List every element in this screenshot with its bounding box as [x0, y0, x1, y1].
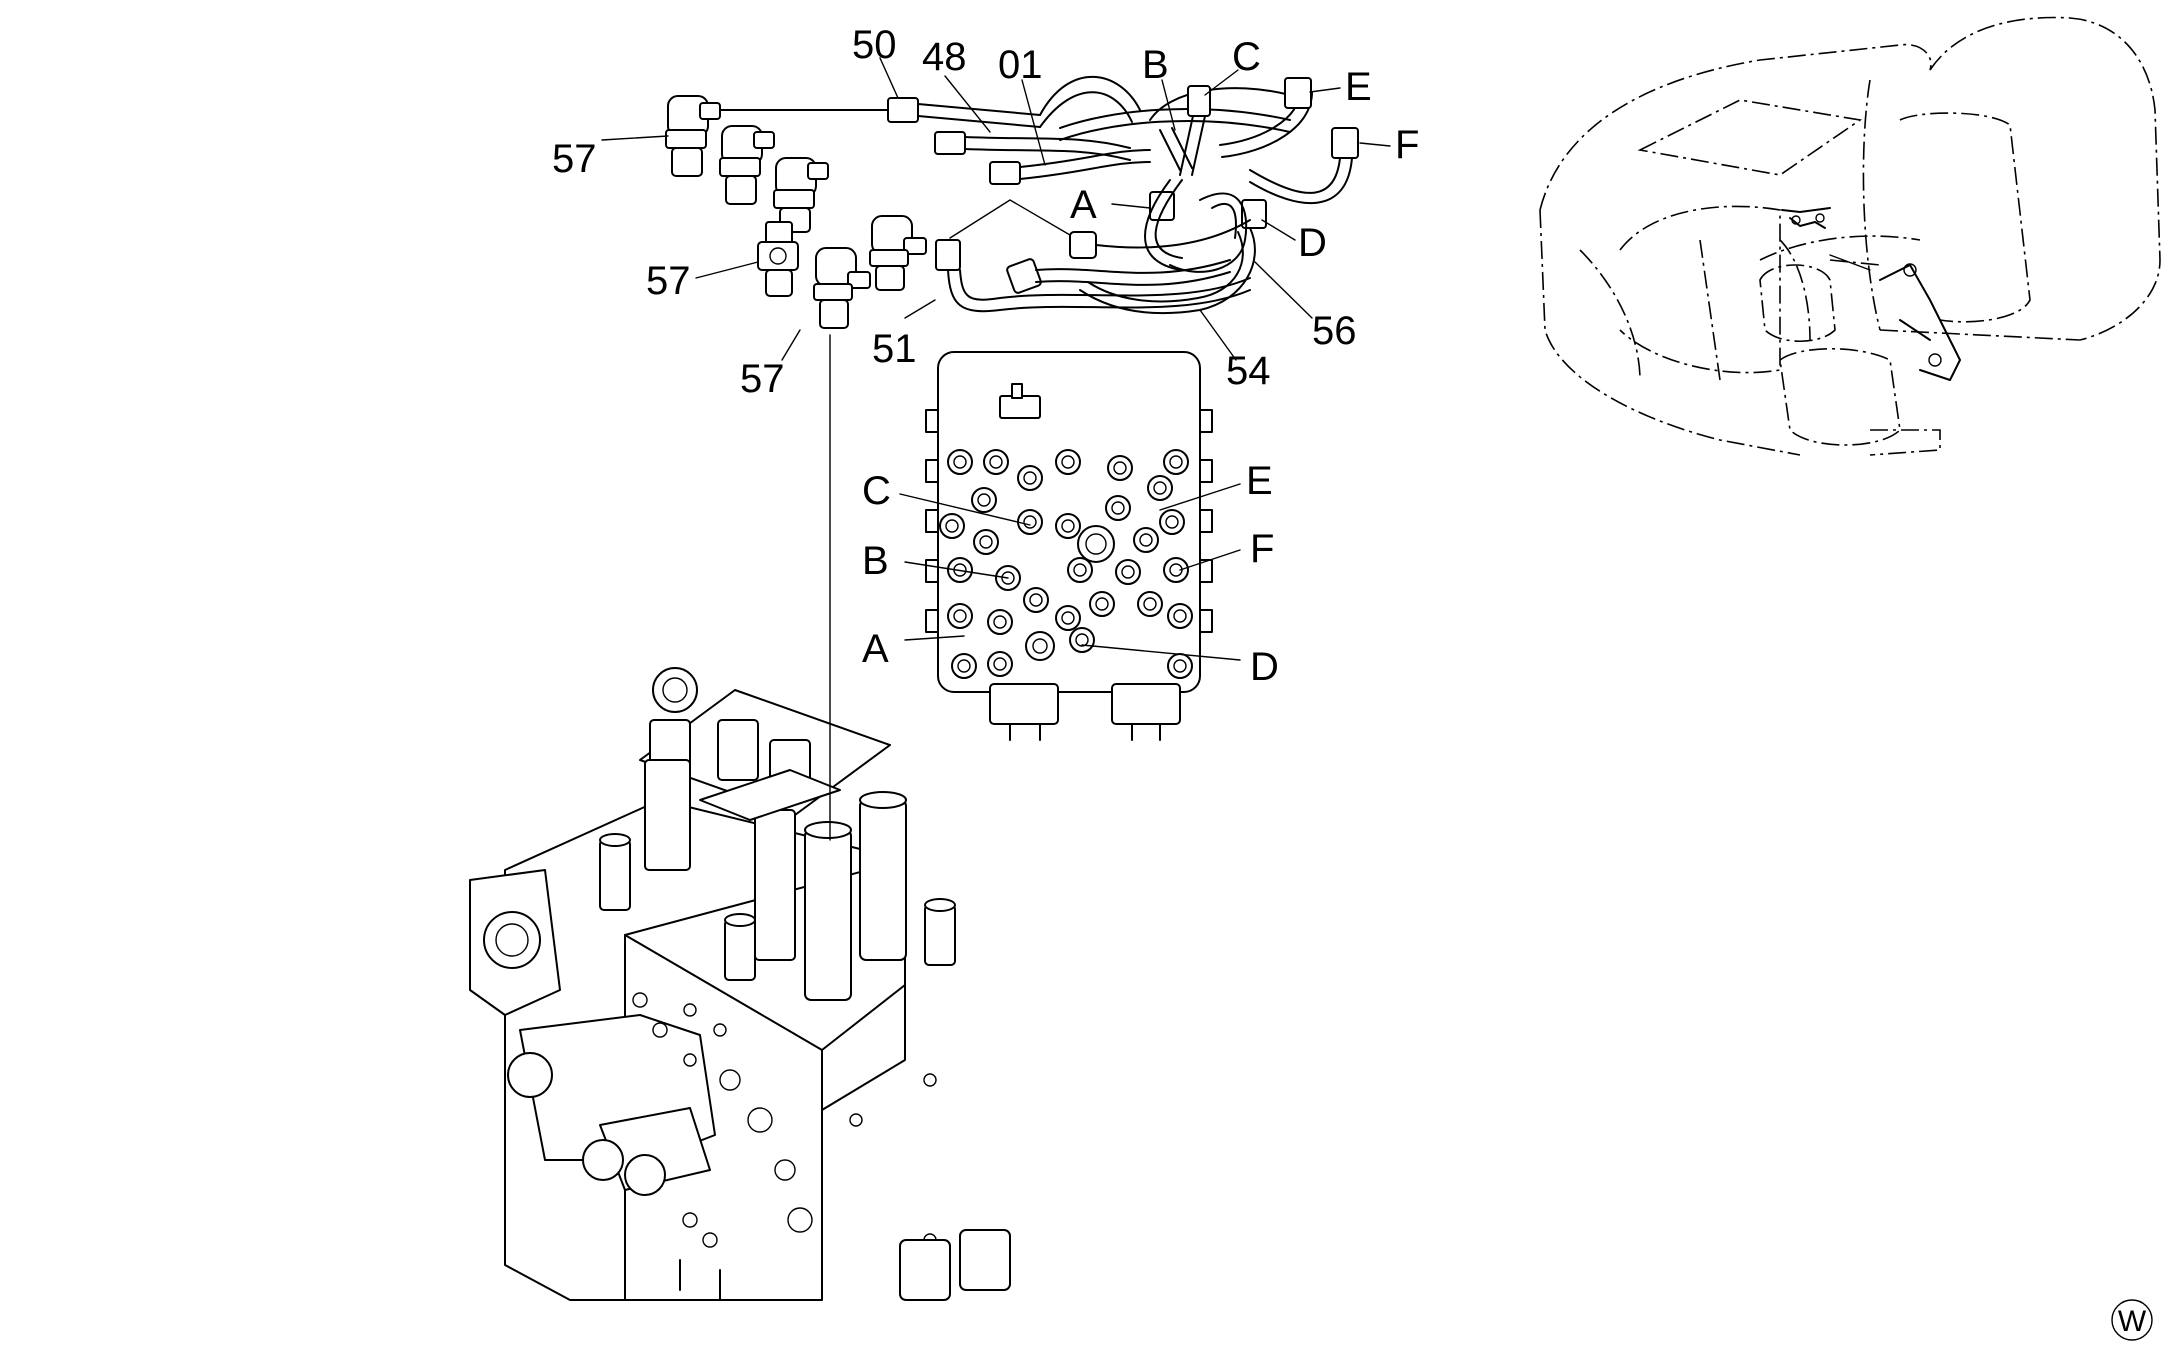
label-top-d: D	[1298, 221, 1327, 265]
part-labels: 50 48 01 B C E F A D 57 57 57 51 54 56 C…	[552, 23, 1419, 689]
label-block-c: C	[862, 469, 891, 513]
label-54: 54	[1226, 349, 1271, 393]
label-57-lower: 57	[740, 357, 785, 401]
label-block-d: D	[1250, 645, 1279, 689]
label-top-f: F	[1395, 123, 1419, 167]
machine-locator	[1539, 16, 2161, 456]
label-50: 50	[852, 23, 897, 67]
label-block-a: A	[862, 627, 889, 671]
corner-mark: W	[2111, 1299, 2153, 1341]
label-51: 51	[872, 327, 917, 371]
label-top-b: B	[1142, 43, 1169, 87]
label-block-b: B	[862, 539, 889, 583]
location-marker	[1781, 207, 1831, 229]
label-48: 48	[922, 35, 967, 79]
label-block-f: F	[1250, 527, 1274, 571]
label-top-a: A	[1070, 183, 1097, 227]
corner-mark-letter: W	[2118, 1305, 2147, 1338]
label-top-e: E	[1345, 65, 1372, 109]
pilot-valve-block	[925, 351, 1213, 741]
label-57-upper: 57	[552, 137, 597, 181]
leader-lines	[601, 57, 1391, 661]
hose-assembly	[719, 75, 1359, 315]
control-valve	[469, 667, 1011, 1301]
elbow-fittings	[665, 95, 927, 329]
label-block-e: E	[1246, 459, 1273, 503]
label-top-c: C	[1232, 35, 1261, 79]
port-grid	[939, 449, 1193, 679]
label-56: 56	[1312, 309, 1357, 353]
label-57-middle: 57	[646, 259, 691, 303]
label-01: 01	[998, 43, 1043, 87]
